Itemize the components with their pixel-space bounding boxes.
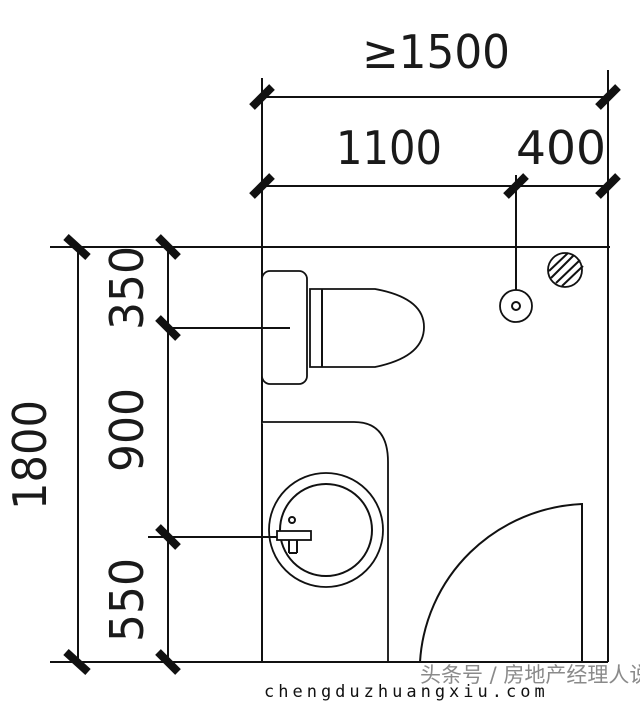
overall-depth-label: 1800: [3, 400, 57, 510]
overall-width-label: ≥1500: [362, 25, 510, 79]
shower-zone-width-label: 400: [516, 121, 606, 175]
floor-drain-icon: [547, 252, 584, 288]
url-watermark: chengduzhuangxiu.com: [264, 682, 549, 702]
toilet-zone-width-label: 1100: [336, 121, 442, 175]
toilet-depth-label: 350: [100, 246, 154, 330]
source-watermark: 头条号 / 房地产经理人说明: [420, 663, 640, 687]
shower-head: [499, 289, 533, 323]
shower-door-swing: [419, 502, 583, 663]
top-dimension-chain: [249, 70, 621, 250]
shower-fixture: [419, 196, 583, 663]
basin-faucet: [276, 530, 312, 541]
toilet-bowl: [309, 288, 425, 368]
left-dimension-chain: [50, 234, 262, 675]
basin-depth-label: 550: [100, 558, 154, 642]
toilet-fixture: [168, 270, 425, 385]
middle-depth-label: 900: [100, 388, 154, 472]
basin-bowl: [268, 472, 384, 588]
vanity-fixture: [148, 421, 389, 662]
